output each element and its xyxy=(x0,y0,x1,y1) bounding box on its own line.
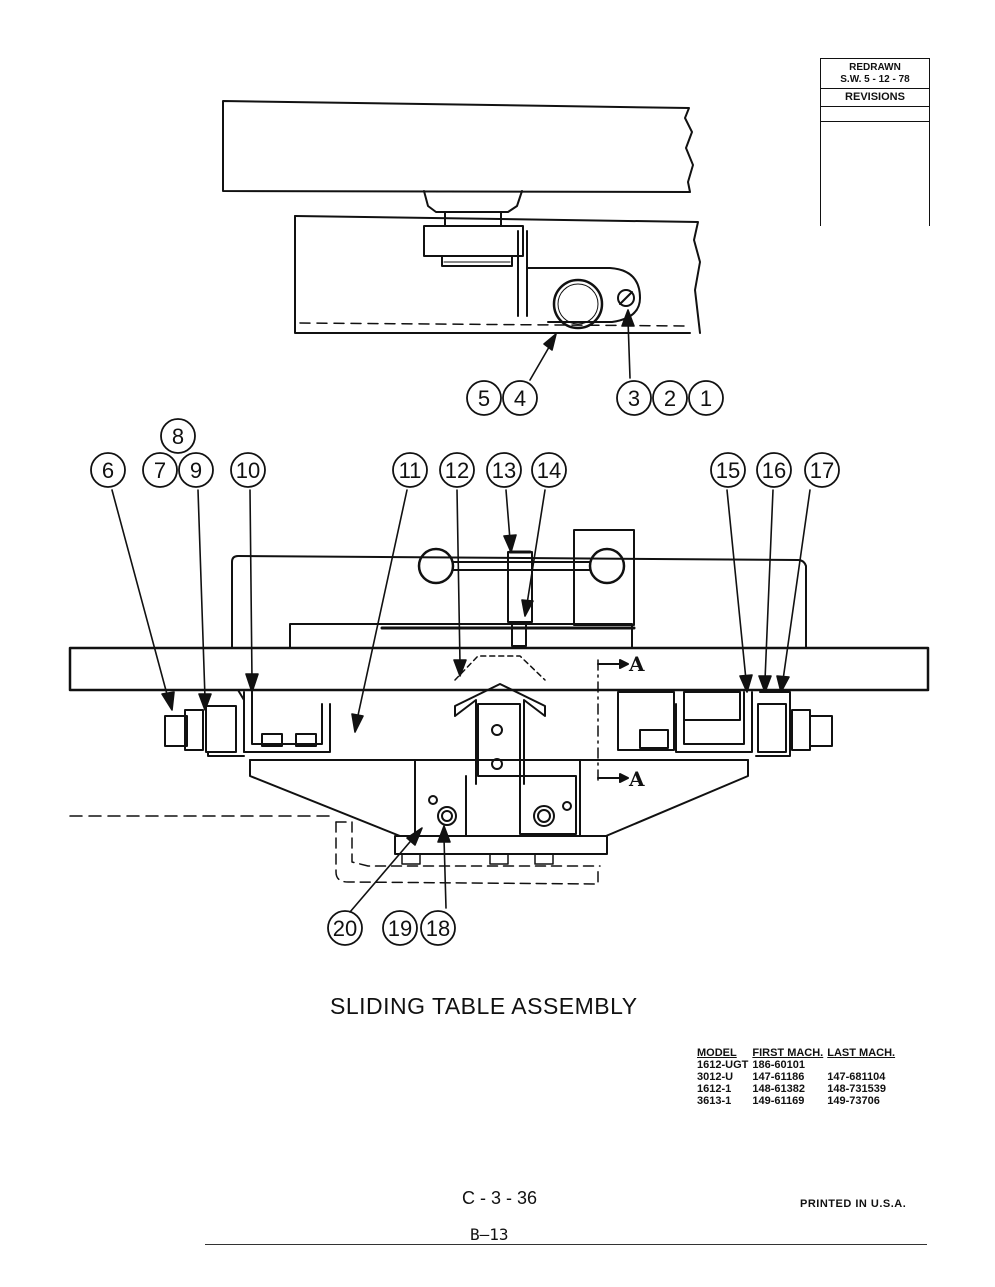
model-serial-table: MODEL FIRST MACH. LAST MACH. 1612-UGT 18… xyxy=(697,1047,899,1107)
page-code: C - 3 - 36 xyxy=(462,1188,538,1208)
cell-first: 147-61186 xyxy=(752,1071,805,1083)
callout-17: 17 xyxy=(804,452,840,488)
callout-12: 12 xyxy=(439,452,475,488)
redrawn-date: S.W. 5 - 12 - 78 xyxy=(840,74,910,85)
callout-2: 2 xyxy=(652,380,688,416)
svg-text:13: 13 xyxy=(492,458,516,483)
cell-first: 186-60101 xyxy=(752,1059,805,1071)
table-header-row: MODEL FIRST MACH. LAST MACH. xyxy=(697,1047,899,1059)
svg-text:7: 7 xyxy=(154,458,166,483)
drawing-title: SLIDING TABLE ASSEMBLY xyxy=(330,993,638,1019)
cell-last: 148-731539 xyxy=(827,1083,886,1095)
callout-16: 16 xyxy=(756,452,792,488)
svg-text:1: 1 xyxy=(700,386,712,411)
cell-model: 3613-1 xyxy=(697,1095,732,1107)
header-model: MODEL xyxy=(697,1047,737,1059)
callout-4: 4 xyxy=(502,380,538,416)
section-label-bottom: A xyxy=(628,767,645,791)
cell-first: 149-61169 xyxy=(752,1095,805,1107)
revision-header: REDRAWN S.W. 5 - 12 - 78 xyxy=(821,59,929,89)
callout-10: 10 xyxy=(230,452,266,488)
callout-14: 14 xyxy=(531,452,567,488)
svg-text:19: 19 xyxy=(388,916,412,941)
svg-text:14: 14 xyxy=(537,458,561,483)
svg-text:20: 20 xyxy=(333,916,357,941)
svg-text:11: 11 xyxy=(399,458,422,483)
svg-text:4: 4 xyxy=(514,386,526,411)
callout-9: 9 xyxy=(178,452,214,488)
redrawn-label: REDRAWN xyxy=(849,62,901,73)
header-last-mach: LAST MACH. xyxy=(827,1047,896,1059)
callout-3: 3 xyxy=(616,380,652,416)
section-label-top: A xyxy=(628,652,645,676)
table-row: 3613-1 149-61169 149-73706 xyxy=(697,1095,899,1107)
callout-6: 6 xyxy=(90,452,126,488)
revision-row xyxy=(821,107,929,122)
svg-text:3: 3 xyxy=(628,386,640,411)
svg-text:6: 6 xyxy=(102,458,114,483)
cell-first: 148-61382 xyxy=(752,1083,805,1095)
cell-model: 1612-UGT xyxy=(697,1059,749,1071)
callout-11: 11 xyxy=(392,452,428,488)
callout-13: 13 xyxy=(486,452,522,488)
svg-text:5: 5 xyxy=(478,386,490,411)
cell-model: 3012-U xyxy=(697,1071,734,1083)
revision-block: REDRAWN S.W. 5 - 12 - 78 REVISIONS xyxy=(820,58,930,226)
bottom-rule xyxy=(205,1244,927,1245)
svg-text:8: 8 xyxy=(172,424,184,449)
callout-1: 1 xyxy=(688,380,724,416)
callout-7: 7 xyxy=(142,452,178,488)
callout-8: 8 xyxy=(160,418,196,454)
sub-page-code: B–13 xyxy=(470,1225,509,1244)
svg-text:18: 18 xyxy=(426,916,450,941)
cell-model: 1612-1 xyxy=(697,1083,732,1095)
svg-text:2: 2 xyxy=(664,386,676,411)
callout-bubbles: 5 4 3 2 1 8 6 7 9 10 11 12 13 14 15 16 1… xyxy=(90,380,840,946)
cell-last: 147-681104 xyxy=(827,1071,886,1083)
callout-5: 5 xyxy=(466,380,502,416)
svg-text:16: 16 xyxy=(762,458,786,483)
revisions-label: REVISIONS xyxy=(821,89,929,107)
callout-19: 19 xyxy=(382,910,418,946)
table-row: 3012-U 147-61186 147-681104 xyxy=(697,1071,899,1083)
callout-20: 20 xyxy=(327,910,363,946)
header-first-mach: FIRST MACH. xyxy=(752,1047,824,1059)
callout-18: 18 xyxy=(420,910,456,946)
cell-last xyxy=(827,1059,899,1071)
leader-lines xyxy=(111,309,811,913)
svg-text:17: 17 xyxy=(810,458,834,483)
cell-last: 149-73706 xyxy=(827,1095,880,1107)
callout-15: 15 xyxy=(710,452,746,488)
svg-text:12: 12 xyxy=(445,458,469,483)
main-view: A A xyxy=(68,529,930,885)
svg-text:9: 9 xyxy=(190,458,202,483)
svg-text:10: 10 xyxy=(236,458,260,483)
svg-text:15: 15 xyxy=(716,458,740,483)
top-view xyxy=(222,100,701,334)
table-row: 1612-1 148-61382 148-731539 xyxy=(697,1083,899,1095)
printed-notice: PRINTED IN U.S.A. xyxy=(800,1198,907,1210)
table-row: 1612-UGT 186-60101 xyxy=(697,1059,899,1071)
